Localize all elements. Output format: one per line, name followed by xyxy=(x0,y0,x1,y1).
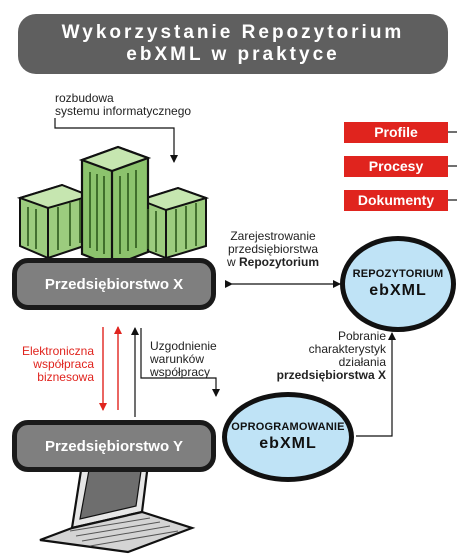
software-title: OPROGRAMOWANIE xyxy=(231,421,345,433)
buildings-caption: rozbudowa systemu informatycznego xyxy=(55,92,191,118)
tag-connectors xyxy=(448,131,457,201)
agreement-label-line-1: Uzgodnienie xyxy=(150,339,217,353)
download-label-line-4: przedsiębiorstwa X xyxy=(276,368,386,382)
title-line-2: ebXML w praktyce xyxy=(126,44,340,65)
repository-ellipse: REPOZYTORIUM ebXML xyxy=(340,236,456,332)
buildings-caption-line-1: rozbudowa xyxy=(55,91,114,105)
company-x-box: Przedsiębiorstwo X xyxy=(12,258,216,310)
title-banner: Wykorzystanie Repozytorium ebXML w prakt… xyxy=(18,14,448,74)
tag-documents: Dokumenty xyxy=(344,190,448,211)
ecommerce-label: Elektroniczna współpraca biznesowa xyxy=(4,345,94,384)
buildings-illustration xyxy=(16,145,210,268)
register-label: Zarejestrowanie przedsiębiorstwa w Repoz… xyxy=(214,230,332,269)
tag-profile: Profile xyxy=(344,122,448,143)
repository-title: REPOZYTORIUM xyxy=(352,268,444,280)
register-label-line-2: przedsiębiorstwa xyxy=(227,242,319,256)
company-y-label: Przedsiębiorstwo Y xyxy=(44,437,184,455)
download-arrow xyxy=(356,332,396,437)
agreement-label-line-3: współpracy xyxy=(150,365,211,379)
download-label-line-2: charakterystyk xyxy=(308,342,386,356)
agreement-arrows xyxy=(131,327,220,417)
download-label-line-1: Pobranie xyxy=(337,329,386,343)
ecommerce-label-line-2: współpraca xyxy=(33,357,94,371)
laptop-illustration xyxy=(39,446,196,554)
company-y-box: Przedsiębiorstwo Y xyxy=(12,420,216,472)
tag-processes: Procesy xyxy=(344,156,448,177)
caption-arrow xyxy=(54,118,178,163)
register-label-bold: Repozytorium xyxy=(238,255,319,269)
download-label-line-3: działania xyxy=(338,355,386,369)
ecommerce-arrows xyxy=(99,326,122,411)
buildings-caption-line-2: systemu informatycznego xyxy=(55,104,192,118)
software-ellipse: OPROGRAMOWANIE ebXML xyxy=(222,392,354,482)
register-label-line-1: Zarejestrowanie xyxy=(230,229,316,243)
company-x-label: Przedsiębiorstwo X xyxy=(44,275,184,293)
repository-subtitle: ebXML xyxy=(369,282,427,299)
title-line-1: Wykorzystanie Repozytorium xyxy=(61,22,405,43)
ecommerce-label-line-1: Elektroniczna xyxy=(21,344,94,358)
agreement-label: Uzgodnienie warunków współpracy xyxy=(150,340,217,379)
download-label: Pobranie charakterystyk działania przeds… xyxy=(262,330,386,382)
agreement-label-line-2: warunków xyxy=(150,352,205,366)
register-label-prefix: w xyxy=(226,255,239,269)
software-subtitle: ebXML xyxy=(259,435,317,452)
ecommerce-label-line-3: biznesowa xyxy=(37,370,94,384)
